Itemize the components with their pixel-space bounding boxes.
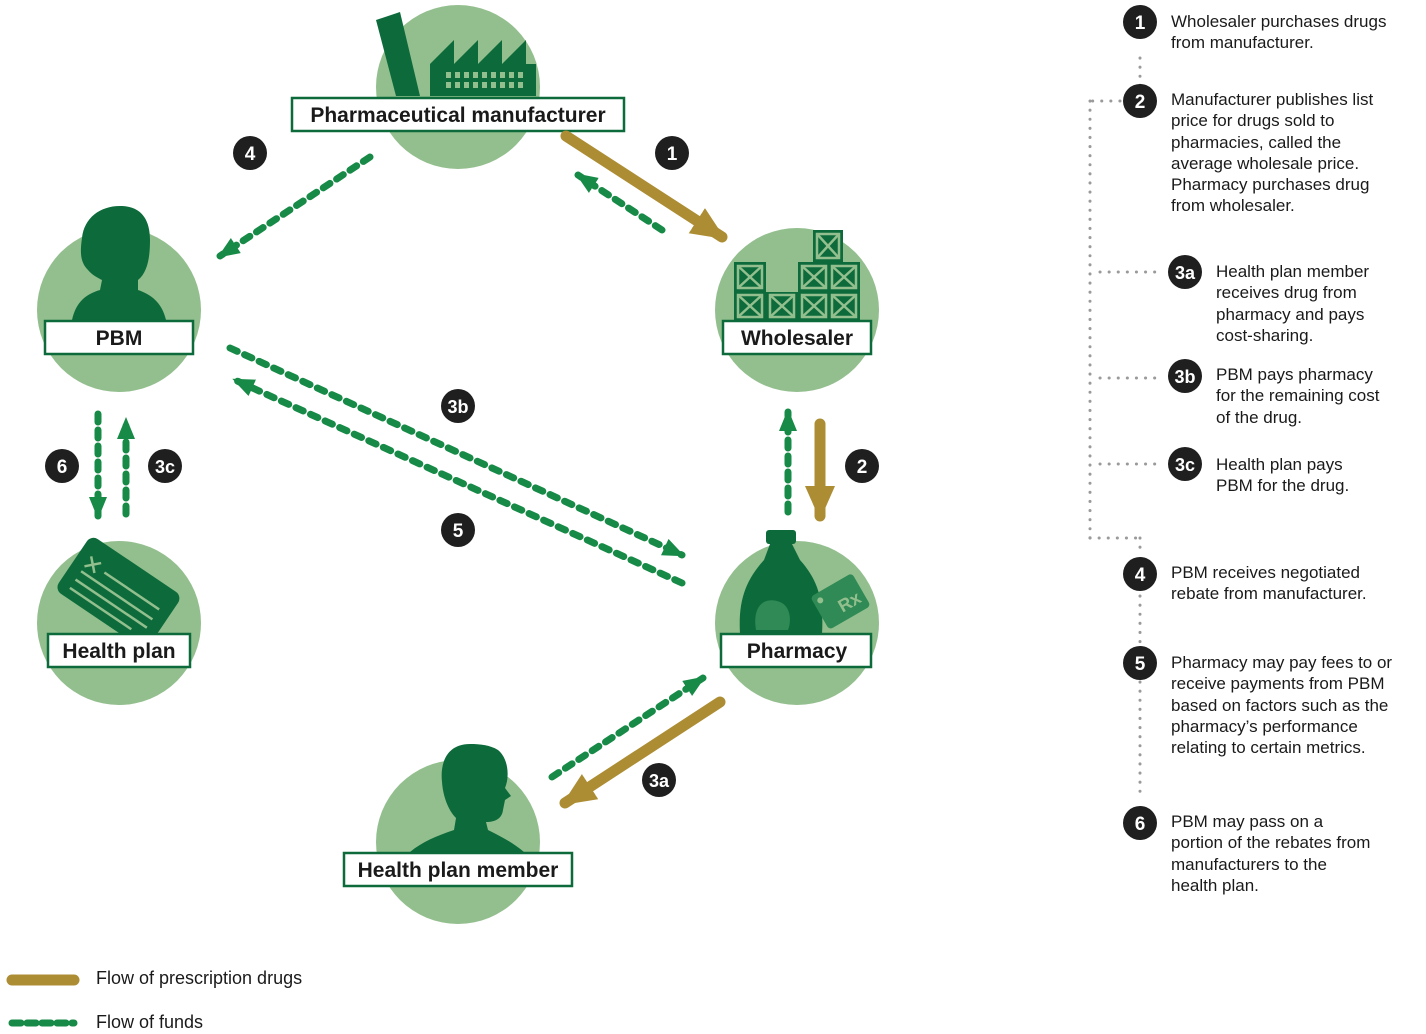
svg-text:3b: 3b [1174,367,1195,387]
list-badge-3b: 3b [1168,359,1202,393]
badge-3b: 3b [441,389,475,423]
manufacturer-box: Pharmaceutical manufacturer [290,96,626,133]
svg-text:2: 2 [1135,92,1146,113]
steps-timeline [1088,56,1164,802]
badge-3c: 3c [148,449,182,483]
list-badge-3a: 3a [1168,255,1202,289]
pbm-box: PBM [43,319,195,356]
pharmacy-label: Pharmacy [747,640,848,663]
svg-text:3a: 3a [649,771,670,791]
svg-text:3c: 3c [155,457,175,477]
svg-text:1: 1 [667,144,678,165]
svg-text:3c: 3c [1175,455,1195,475]
legend-drugs-label: Flow of prescription drugs [96,968,303,988]
legend-funds-label: Flow of funds [96,1012,204,1032]
health-plan-label: Health plan [62,640,175,663]
health-plan-box: Health plan [46,632,192,669]
funds-arrow-manufacturer-to-pbm [216,153,374,260]
list-badge-2: 2 [1123,84,1157,118]
drug-arrow-pharmacy-to-member [559,696,726,809]
svg-text:5: 5 [453,521,464,542]
svg-text:4: 4 [1135,565,1146,586]
svg-text:3b: 3b [447,397,468,417]
crates-icon [734,230,860,322]
person-silhouette-icon [72,206,166,320]
funds-arrow-member-to-pharmacy [548,674,707,781]
badge-3a: 3a [642,763,676,797]
member-box: Health plan member [342,851,574,888]
list-badge-3c: 3c [1168,447,1202,481]
funds-arrow-pbm-to-pharmacy [226,344,686,559]
drug-arrow-manufacturer-to-wholesaler [560,130,728,243]
svg-text:6: 6 [57,457,68,478]
badge-6: 6 [45,449,79,483]
svg-text:3a: 3a [1175,263,1196,283]
badge-1: 1 [655,136,689,170]
svg-text:1: 1 [1135,13,1146,34]
list-badge-5: 5 [1123,646,1157,680]
wholesaler-label: Wholesaler [741,327,853,350]
factory-icon [376,12,536,96]
svg-text:5: 5 [1135,654,1146,675]
badge-5: 5 [441,513,475,547]
svg-text:2: 2 [857,457,868,478]
list-badge-6: 6 [1123,806,1157,840]
list-badge-1: 1 [1123,5,1157,39]
badge-2: 2 [845,449,879,483]
pbm-label: PBM [96,327,143,350]
svg-text:6: 6 [1135,814,1146,835]
badge-4: 4 [233,136,267,170]
pharmacy-box: Pharmacy [719,632,873,669]
manufacturer-label: Pharmaceutical manufacturer [310,104,605,127]
person-profile-icon [410,744,524,852]
wholesaler-box: Wholesaler [721,319,873,356]
funds-arrow-wholesaler-to-manufacturer [574,171,666,234]
funds-arrow-pharmacy-to-pbm [231,376,686,587]
rx-bottle-icon: Rx [739,530,870,634]
svg-text:4: 4 [245,144,256,165]
insurance-card-icon [57,537,180,648]
member-label: Health plan member [358,859,559,882]
list-badge-4: 4 [1123,557,1157,591]
